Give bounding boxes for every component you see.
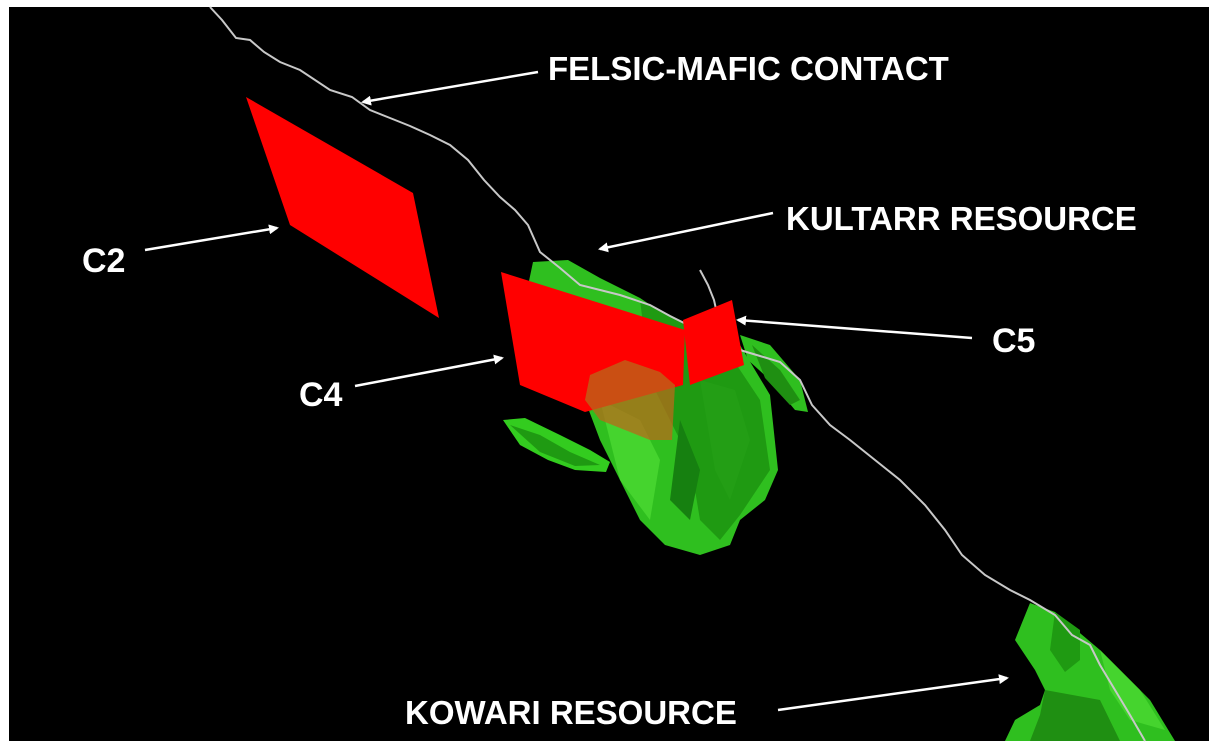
c5-label: C5 [992, 322, 1035, 360]
c4-label: C4 [299, 376, 343, 414]
kultarr-resource-fragment [503, 418, 610, 472]
c5-target-plane [683, 300, 744, 385]
c2-target-plane [246, 97, 439, 318]
c2-label: C2 [82, 242, 125, 280]
kowari-resource-label: KOWARI RESOURCE [405, 694, 737, 731]
c4-overlap-zone [585, 360, 675, 440]
c5-arrow [736, 315, 973, 340]
c4-arrow [354, 354, 504, 388]
kultarr-resource-arrow [598, 211, 774, 253]
c2-arrow [144, 224, 279, 252]
felsic-mafic-contact-line [209, 6, 1146, 742]
kowari-resource-arrow [777, 674, 1009, 712]
kowari-resource-solid [1005, 603, 1175, 741]
felsic-mafic-contact-arrow [361, 70, 539, 106]
felsic-mafic-contact-label: FELSIC-MAFIC CONTACT [548, 50, 949, 87]
kultarr-resource-label: KULTARR RESOURCE [786, 200, 1137, 237]
